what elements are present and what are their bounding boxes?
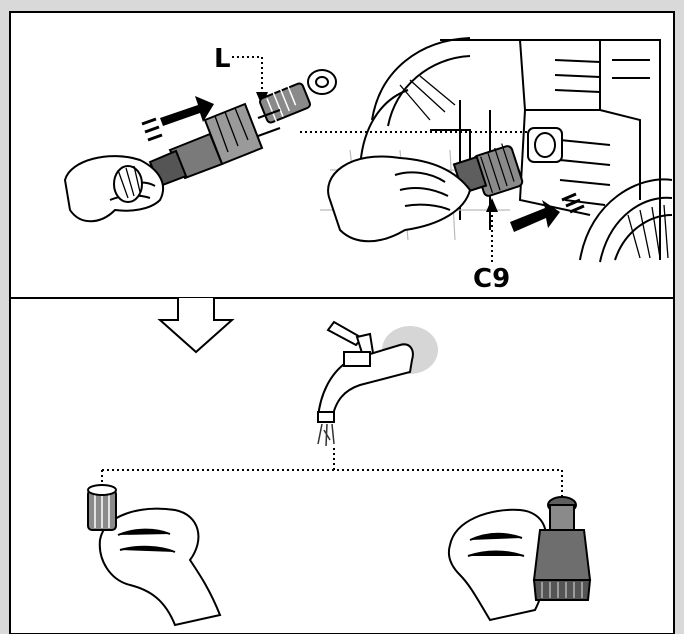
label-c9: C9	[473, 264, 510, 294]
insertion-arrow	[141, 96, 214, 142]
gasket-washer	[307, 69, 337, 95]
c9-pointer-arrowhead	[486, 198, 498, 212]
left-hand	[63, 155, 165, 223]
hand-holding-connector	[447, 496, 592, 622]
next-step-arrow	[157, 298, 235, 354]
label-l: L	[214, 44, 231, 74]
hand-holding-filter	[87, 484, 222, 627]
right-hand	[327, 155, 472, 243]
top-panel: L C9	[63, 37, 673, 294]
bottom-panel	[87, 298, 592, 627]
water-tap	[316, 320, 438, 447]
hose-connector	[148, 102, 281, 188]
removal-arrow	[510, 192, 585, 232]
water-inlet-port	[527, 127, 563, 163]
